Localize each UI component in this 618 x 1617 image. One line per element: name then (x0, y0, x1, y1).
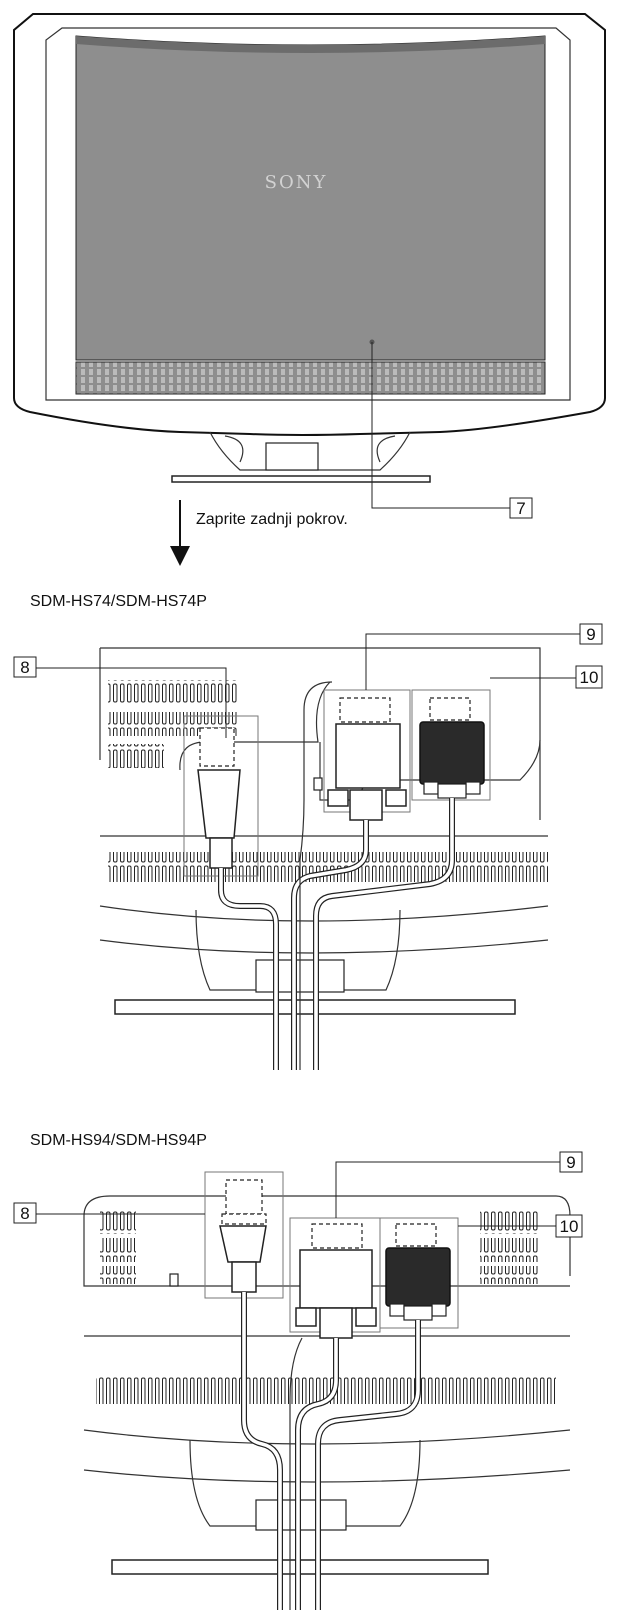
close-cover-arrow (170, 500, 190, 566)
callout-10b: 10 (560, 1217, 579, 1236)
callout-7 (509, 497, 533, 519)
callout-9: 9 (586, 625, 595, 644)
svg-text:7: 7 (516, 499, 525, 518)
callout-10: 10 (580, 668, 599, 687)
cover-vent-grille (75, 361, 546, 395)
section2-title: SDM-HS94/SDM-HS94P (30, 1132, 207, 1149)
brand-logo: SONY (265, 172, 328, 193)
callout-8b: 8 (20, 1204, 29, 1223)
monitor-back-view: SONY 7 (13, 13, 606, 519)
back-cover-panel (75, 35, 546, 361)
section1-title: SDM-HS74/SDM-HS74P (30, 593, 207, 610)
instruction-text: Zaprite zadnji pokrov. (196, 511, 348, 528)
section2-connector-diagram: 8 9 10 (13, 1151, 583, 1610)
callout-8: 8 (20, 658, 29, 677)
section1-connector-diagram: 8 9 10 (13, 623, 603, 1070)
callout-9b: 9 (566, 1153, 575, 1172)
